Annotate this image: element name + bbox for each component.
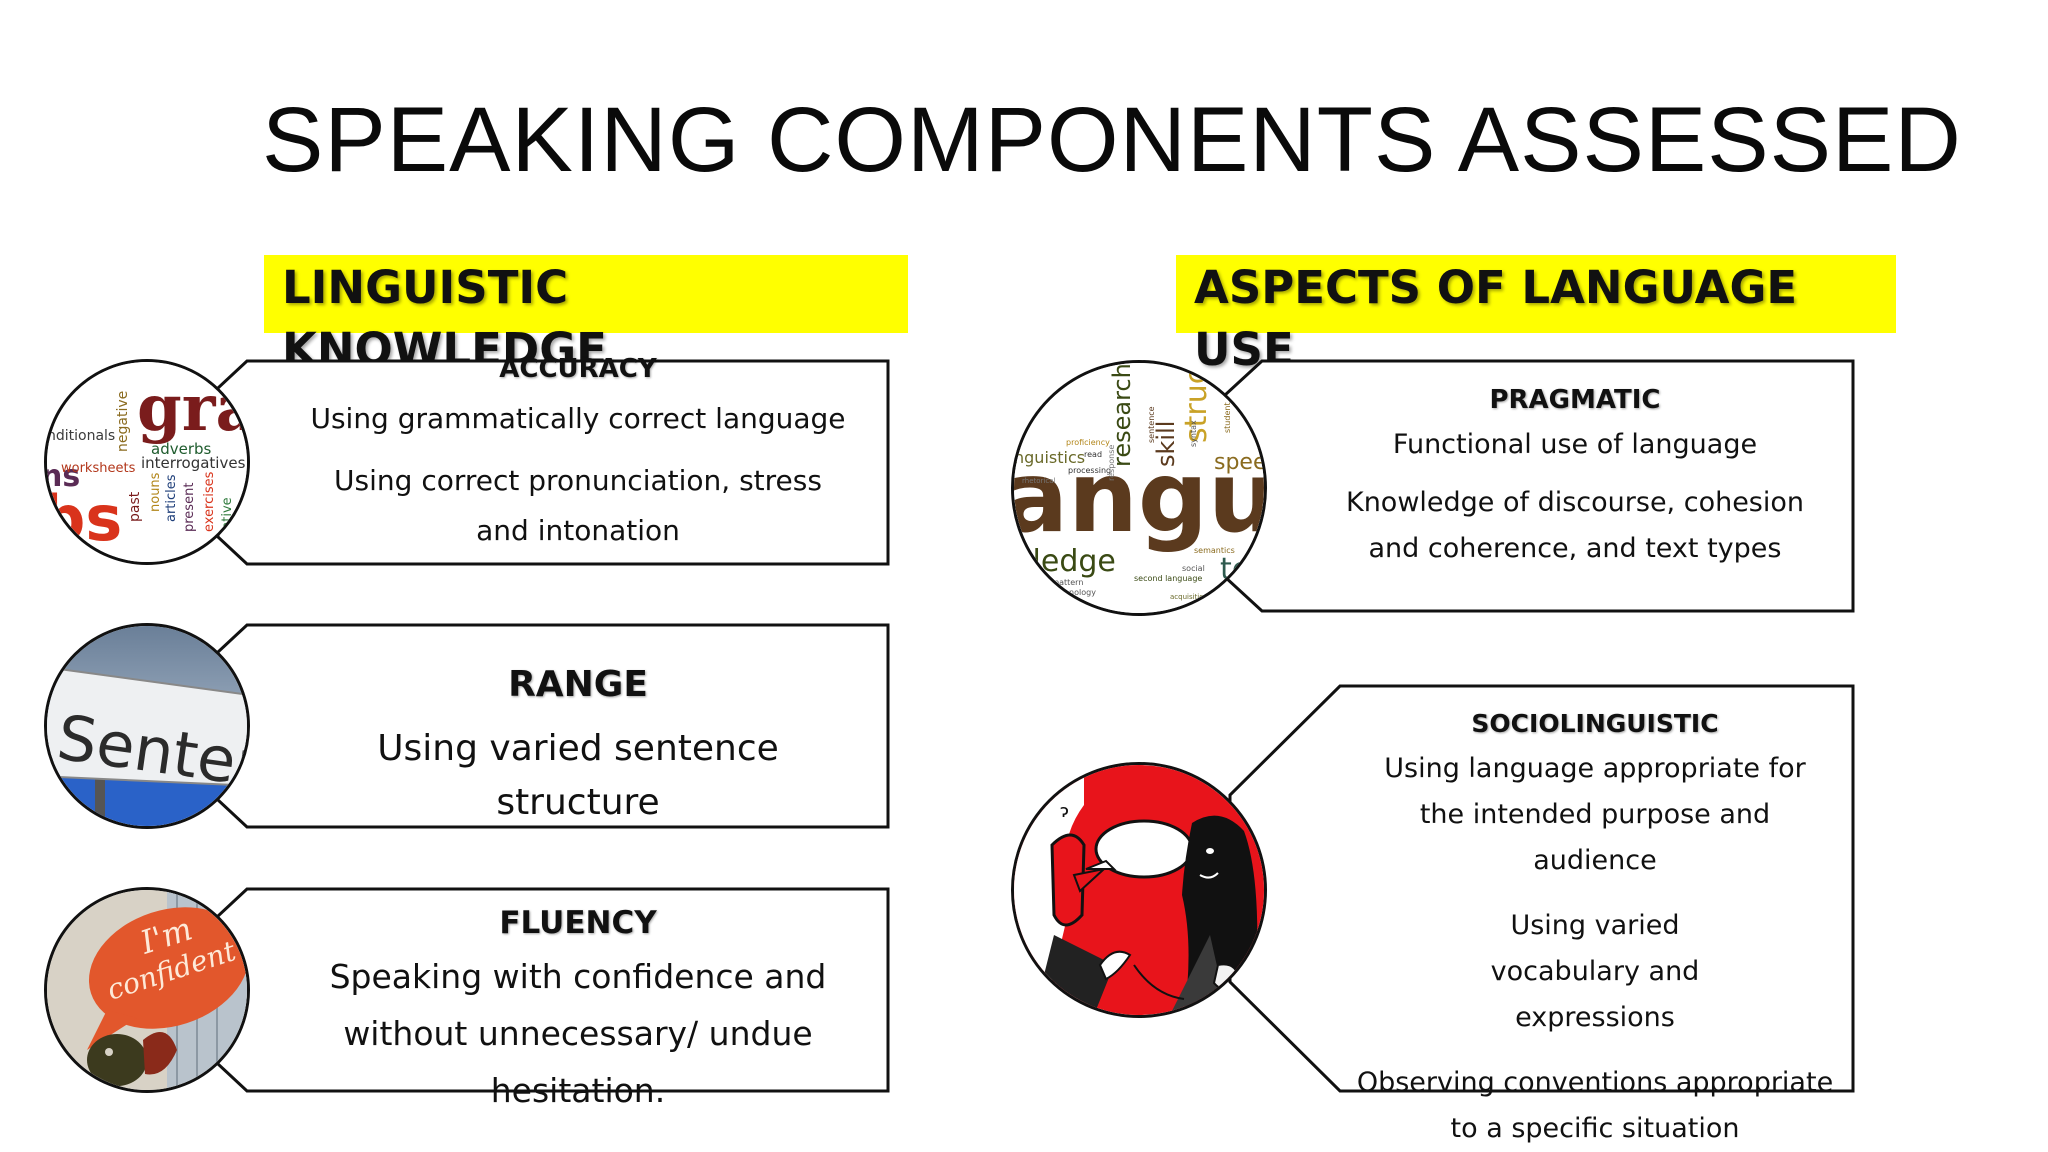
language-word-cloud-image: angua wledge nguistics research skill st…	[1011, 360, 1267, 616]
confident-sign-image: I'm confident	[44, 887, 250, 1093]
word-cloud-word: adverbs	[151, 440, 212, 458]
word-cloud-word: acquisition	[1170, 593, 1208, 601]
word-cloud-word: rhetorical	[1022, 477, 1055, 485]
word-cloud-word: ns	[47, 459, 80, 494]
card-heading: PRAGMATIC	[1489, 385, 1661, 415]
card-heading: FLUENCY	[499, 905, 657, 941]
word-cloud-word: student	[1223, 402, 1232, 433]
word-cloud-word: processing	[1068, 466, 1111, 475]
card-heading: SOCIOLINGUISTIC	[1471, 709, 1719, 738]
conversation-illustration-image: ɂ	[1011, 762, 1267, 1018]
word-cloud-word: worksheets	[61, 461, 136, 476]
language-use-heading: ASPECTS OF LANGUAGE USE	[1176, 255, 1896, 376]
word-cloud-word: skill	[1152, 421, 1180, 467]
slide-title: SPEAKING COMPONENTS ASSESSED	[262, 89, 1962, 191]
card-line: Functional use of language	[1392, 429, 1758, 460]
word-cloud-word: phonology	[1054, 588, 1096, 597]
card-line: Using correct pronunciation, stress and …	[334, 464, 822, 547]
word-cloud-word: exercises	[202, 471, 217, 532]
word-cloud-word: social	[1182, 564, 1205, 573]
card-heading: RANGE	[508, 664, 648, 705]
word-cloud-word: proficiency	[1066, 438, 1110, 447]
heading-text: ASPECTS OF LANGUAGE USE	[1194, 261, 1798, 376]
word-cloud-word: syntax	[1189, 420, 1198, 447]
word-cloud-word: negative	[115, 391, 131, 452]
word-cloud-word: angua	[1014, 441, 1264, 555]
word-cloud-word: nguistics	[1014, 448, 1085, 467]
card-line: Observing conventions appropriate to a s…	[1356, 1067, 1834, 1144]
grammar-word-cloud-image: gram bs ns adverbs interrogatives worksh…	[44, 359, 250, 565]
word-cloud-word: sentence	[1147, 406, 1156, 443]
card-line: Knowledge of discourse, cohesion and coh…	[1345, 487, 1805, 564]
card-heading: ACCURACY	[499, 354, 657, 384]
squiggle-mark: ɂ	[1060, 801, 1069, 822]
card-line: Using varied sentence structure	[377, 728, 779, 823]
word-cloud-word: second language	[1134, 574, 1202, 583]
word-cloud-word: research	[1108, 363, 1136, 467]
word-cloud-word: pattern	[1054, 578, 1083, 587]
word-cloud-word: response	[1107, 445, 1116, 481]
word-cloud-word: present	[182, 483, 197, 532]
card-line: Speaking with confidence and without unn…	[329, 957, 827, 1110]
word-cloud-word: nouns	[148, 472, 163, 512]
sentence-sign-image: Senten	[44, 623, 250, 829]
word-cloud-word: read	[1084, 450, 1102, 459]
word-cloud-word: interrogatives	[141, 454, 246, 472]
word-cloud-word: nditionals	[47, 428, 115, 444]
word-cloud-word: semantics	[1194, 546, 1235, 555]
word-cloud-word: past	[127, 491, 143, 522]
word-cloud-word: articles	[164, 474, 179, 522]
card-line: Using varied vocabulary and expressions	[1490, 910, 1700, 1033]
word-cloud-word: speec	[1214, 450, 1264, 475]
card-line: Using grammatically correct language	[310, 402, 846, 435]
card-line: Using language appropriate for the inten…	[1384, 753, 1806, 876]
